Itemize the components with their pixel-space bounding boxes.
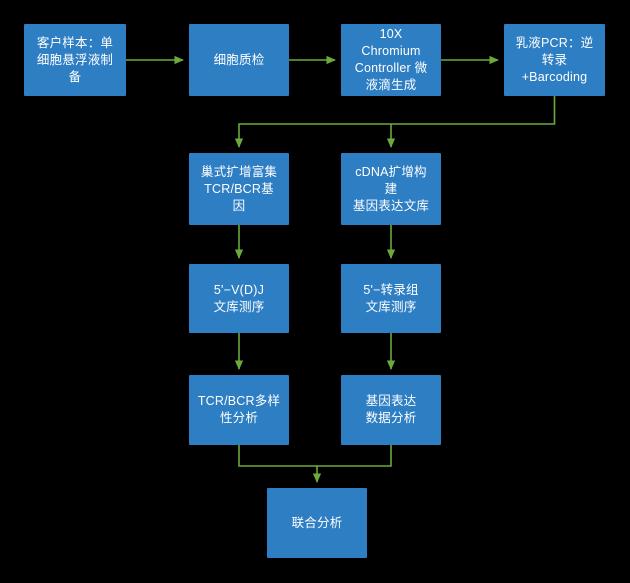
node-transcriptome-sequencing[interactable]: 5'−转录组 文库测序: [341, 264, 441, 333]
node-tcr-bcr-diversity-analysis[interactable]: TCR/BCR多样 性分析: [189, 375, 289, 445]
node-sample[interactable]: 客户样本：单 细胞悬浮液制 备: [24, 24, 126, 96]
node-nested-amplification[interactable]: 巢式扩增富集 TCR/BCR基 因: [189, 153, 289, 225]
node-emulsion-pcr[interactable]: 乳液PCR：逆 转录 +Barcoding: [504, 24, 605, 96]
edge-ge-to-joint: [317, 445, 392, 467]
node-cdna-amplification[interactable]: cDNA扩增构建 基因表达文库: [341, 153, 441, 225]
node-joint-analysis[interactable]: 联合分析: [267, 488, 367, 558]
node-gene-expression-analysis[interactable]: 基因表达 数据分析: [341, 375, 441, 445]
edge-tcr-to-joint: [238, 445, 317, 467]
node-cell-qc[interactable]: 细胞质检: [189, 24, 289, 96]
node-chromium-controller[interactable]: 10X Chromium Controller 微 液滴生成: [341, 24, 441, 96]
node-vdj-sequencing[interactable]: 5'−V(D)J 文库测序: [189, 264, 289, 333]
edge-emulsion-to-nested: [234, 96, 556, 148]
